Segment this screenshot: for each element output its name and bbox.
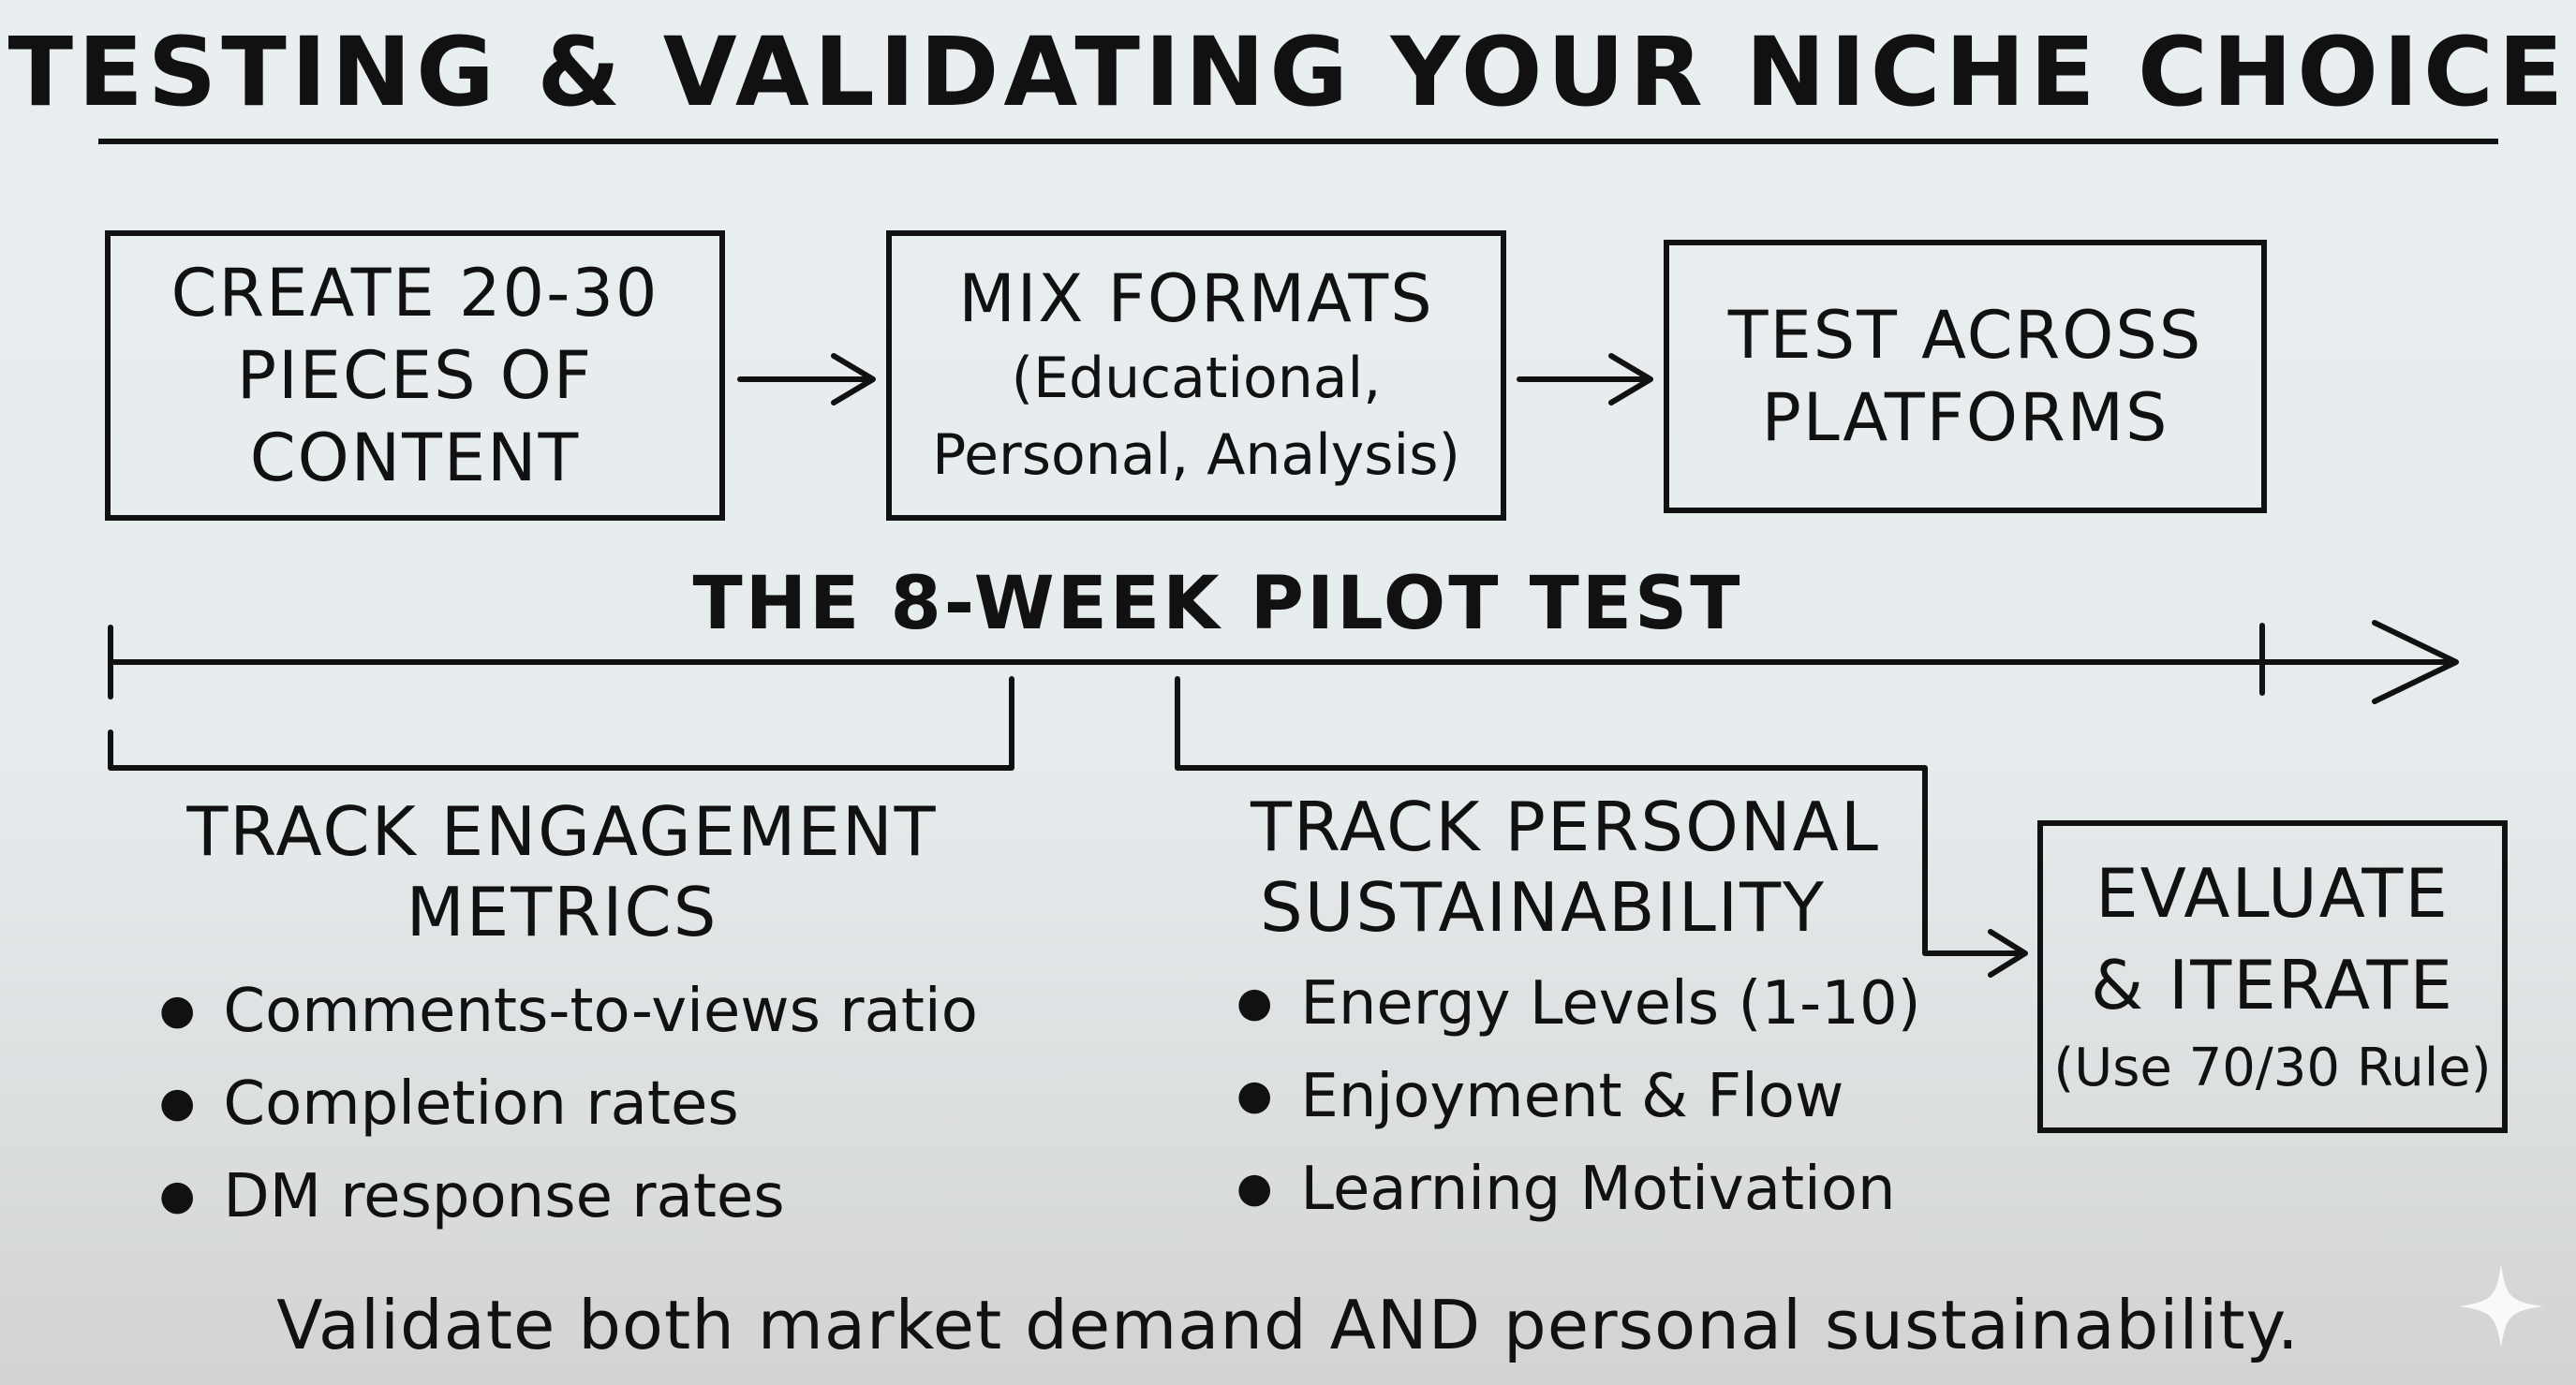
engagement-bracket	[108, 676, 1014, 771]
page-title: TESTING & VALIDATING YOUR NICHE CHOICE	[7, 17, 2569, 128]
step-box-create-content: CREATE 20-30 PIECES OF CONTENT	[105, 230, 725, 521]
sparkle-icon	[2459, 1264, 2543, 1348]
step-box-test-platforms: TEST ACROSS PLATFORMS	[1664, 240, 2267, 513]
step-text: CONTENT	[249, 420, 581, 496]
engagement-bullets: Comments-to-views ratio Completion rates…	[159, 965, 978, 1243]
step-text: TEST ACROSS	[1727, 297, 2203, 374]
list-item: Enjoyment & Flow	[1236, 1050, 1921, 1142]
list-item: Learning Motivation	[1236, 1142, 1921, 1235]
section-heading: TRACK PERSONAL	[1251, 788, 1880, 866]
step-text: MIX FORMATS	[958, 260, 1434, 337]
section-heading: SUSTAINABILITY	[1260, 868, 1827, 947]
list-item: Comments-to-views ratio	[159, 965, 977, 1057]
engagement-heading: TRACK ENGAGEMENT METRICS	[112, 791, 1012, 952]
timeline-label: THE 8-WEEK PILOT TEST	[692, 562, 1743, 646]
timeline-axis	[108, 620, 2459, 704]
evaluate-subtext: (Use 70/30 Rule)	[2053, 1038, 2492, 1098]
sustainability-heading: TRACK PERSONAL SUSTAINABILITY	[1227, 787, 1939, 948]
sustainability-bullets: Energy Levels (1-10) Enjoyment & Flow Le…	[1236, 957, 1921, 1235]
right-arrow-icon	[1517, 353, 1653, 405]
list-item: Energy Levels (1-10)	[1236, 957, 1920, 1050]
step-subtext: (Educational,	[1011, 346, 1382, 411]
title-underline	[98, 139, 2498, 144]
step-subtext: Personal, Analysis)	[932, 422, 1460, 488]
step-box-mix-formats: MIX FORMATS (Educational, Personal, Anal…	[886, 230, 1506, 521]
right-arrow-icon	[737, 353, 876, 405]
list-item: Completion rates	[159, 1057, 978, 1150]
section-heading: METRICS	[406, 873, 718, 951]
step-text: PLATFORMS	[1761, 379, 2169, 456]
footer-caption: Validate both market demand AND personal…	[276, 1286, 2300, 1364]
list-item: DM response rates	[159, 1150, 978, 1243]
evaluate-text: & ITERATE	[2091, 946, 2454, 1024]
step-text: CREATE 20-30	[170, 255, 659, 332]
step-text: PIECES OF	[236, 337, 594, 414]
evaluate-text: EVALUATE	[2095, 854, 2450, 933]
evaluate-box: EVALUATE & ITERATE (Use 70/30 Rule)	[2037, 820, 2508, 1133]
section-heading: TRACK ENGAGEMENT	[186, 792, 938, 871]
evaluate-connector	[1175, 676, 2028, 978]
